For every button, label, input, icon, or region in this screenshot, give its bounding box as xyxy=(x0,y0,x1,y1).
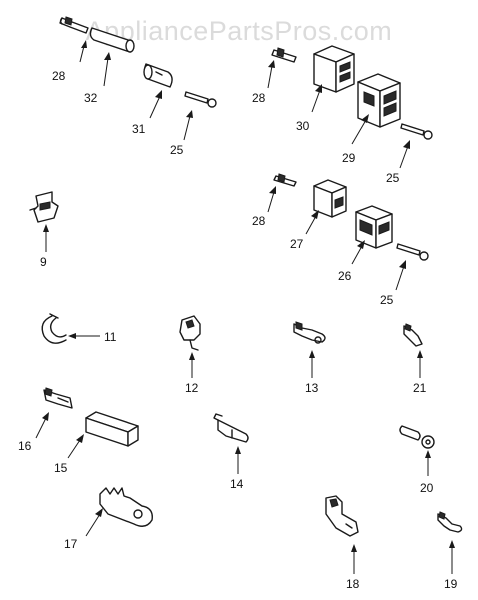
callout-32: 32 xyxy=(84,91,98,105)
callout-17: 17 xyxy=(64,537,78,551)
callout-12: 12 xyxy=(185,381,199,395)
callout-20: 20 xyxy=(420,481,434,495)
callout-18: 18 xyxy=(346,577,360,591)
callout-28: 28 xyxy=(252,91,266,105)
part-27-housing[interactable] xyxy=(313,179,347,218)
part-13-terminal[interactable] xyxy=(293,321,326,344)
callout-27: 27 xyxy=(290,237,304,251)
part-28-terminal-c[interactable] xyxy=(273,173,297,187)
callout-19: 19 xyxy=(444,577,458,591)
callout-25: 25 xyxy=(170,143,184,157)
part-16-terminal[interactable] xyxy=(43,387,73,409)
part-9-clip[interactable] xyxy=(29,191,59,223)
callout-9: 9 xyxy=(40,255,47,269)
part-26-housing[interactable] xyxy=(355,205,393,249)
callout-26: 26 xyxy=(338,269,352,283)
callout-28: 28 xyxy=(252,214,266,228)
callout-30: 30 xyxy=(296,119,310,133)
callout-16: 16 xyxy=(18,439,32,453)
part-28-terminal-a[interactable] xyxy=(59,16,89,34)
part-21-terminal[interactable] xyxy=(403,323,423,347)
part-29-housing[interactable] xyxy=(357,73,401,128)
part-17-ring-lug[interactable] xyxy=(99,487,153,527)
part-32-sleeve[interactable] xyxy=(89,27,135,53)
part-19-terminal[interactable] xyxy=(437,511,463,533)
part-31-connector[interactable] xyxy=(143,63,173,88)
part-14-insulated-terminal[interactable] xyxy=(213,413,249,443)
callout-21: 21 xyxy=(413,381,427,395)
part-15-insulator[interactable] xyxy=(85,411,139,447)
part-25-pin-b[interactable] xyxy=(400,123,433,140)
part-30-housing[interactable] xyxy=(313,45,355,93)
part-18-terminal[interactable] xyxy=(325,495,359,537)
part-20-ring-terminal[interactable] xyxy=(399,425,435,449)
callout-15: 15 xyxy=(54,461,68,475)
callout-11: 11 xyxy=(104,330,117,344)
part-11-clamp[interactable] xyxy=(41,313,67,344)
callout-14: 14 xyxy=(230,477,244,491)
callout-28: 28 xyxy=(52,69,66,83)
callout-25: 25 xyxy=(380,293,394,307)
part-12-terminal[interactable] xyxy=(179,315,201,351)
callout-13: 13 xyxy=(305,381,319,395)
part-28-terminal-b[interactable] xyxy=(271,47,297,63)
part-25-pin-c[interactable] xyxy=(396,243,429,261)
callout-31: 31 xyxy=(132,122,146,136)
callout-25: 25 xyxy=(386,171,400,185)
part-25-pin-a[interactable] xyxy=(184,91,217,108)
callout-29: 29 xyxy=(342,151,356,165)
